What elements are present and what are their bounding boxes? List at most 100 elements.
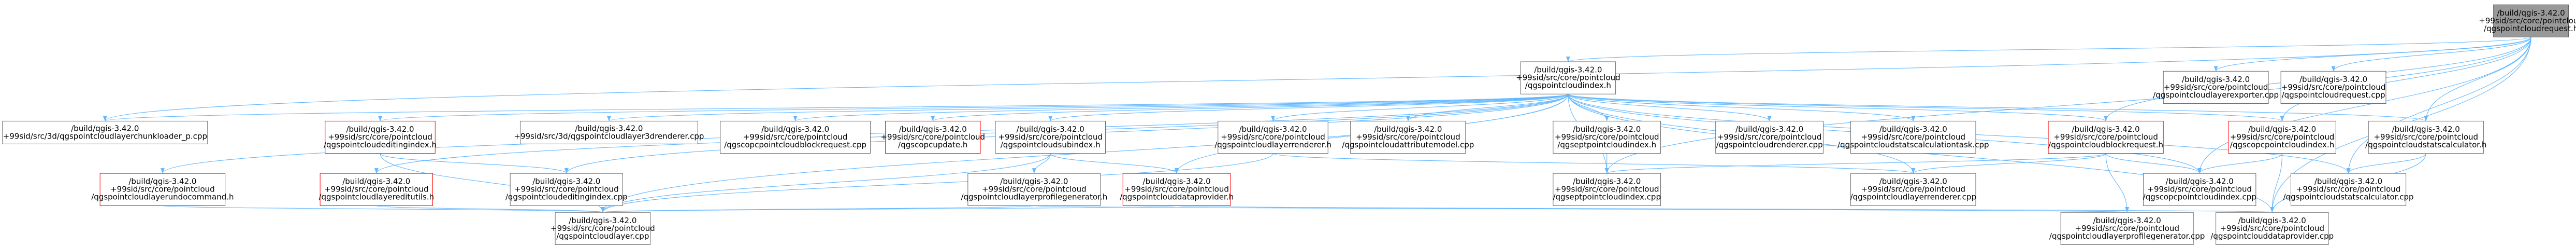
node-label-line: /build/qgis-3.42.0 <box>569 216 636 225</box>
node-label-line: /build/qgis-3.42.0 <box>1534 65 1602 75</box>
node-label-line: +99sid/src/core/pointcloud <box>2164 83 2268 92</box>
edge-n_subindex-to-n_dataprovider_h <box>1050 153 1179 174</box>
edge-n_editingindex-to-n_editingindex_cpp <box>380 153 569 174</box>
edge-n_index-to-n_renderer_cpp <box>1568 93 1772 121</box>
graph-node-n_layerrenderer_h[interactable]: /build/qgis-3.42.0+99sid/src/core/pointc… <box>1214 120 1332 154</box>
graph-node-n_layerrenderer_cpp[interactable]: /build/qgis-3.42.0+99sid/src/core/pointc… <box>1850 173 1976 206</box>
edge-n_index-to-n_blockrequest_h <box>1568 93 2108 121</box>
node-label-line: /qgscopcpointcloudindex.cpp <box>2143 193 2256 202</box>
graph-node-n_root[interactable]: /build/qgis-3.42.0+99sid/src/core/pointc… <box>2479 4 2576 37</box>
edge-n_layerrenderer_h-to-n_layer_cpp <box>601 153 1273 213</box>
graph-node-n_editingindex[interactable]: /build/qgis-3.42.0+99sid/src/core/pointc… <box>324 120 437 154</box>
edge-n_index-to-n_layerrenderer_h <box>1271 93 1569 121</box>
node-label-line: +99sid/src/core/pointcloud <box>110 185 215 194</box>
edge-n_undocommand-to-n_layer_cpp <box>162 205 604 213</box>
node-label-line: /qgspointcloudeditingindex.h <box>324 140 437 149</box>
node-box <box>519 120 698 144</box>
node-box <box>2048 120 2164 154</box>
node-label-line: +99sid/src/core/pointcloud <box>2220 224 2324 233</box>
graph-node-n_profilegen_cpp[interactable]: /build/qgis-3.42.0+99sid/src/core/pointc… <box>2049 212 2205 245</box>
node-box <box>1850 120 1976 154</box>
node-label-line: /qgspointcloudlayerrenderer.h <box>1214 140 1332 149</box>
node-box <box>1122 173 1231 206</box>
edge-n_blockrequest_h-to-n_eptindex_cpp <box>1605 153 2106 174</box>
node-label-line: /qgspointcloudindex.h <box>1525 81 1611 90</box>
node-box <box>720 120 871 154</box>
node-label-line: +99sid/src/core/pointcloud <box>324 185 429 194</box>
node-label-line: /qgspointcloudlayerexporter.cpp <box>2153 90 2279 100</box>
edge-n_index-to-n_copcindex_h <box>1568 93 2284 121</box>
node-label-line: /qgspointcloudlayerprofilegenerator.h <box>961 193 1107 202</box>
edge-n_root-to-n_statscalc_cpp <box>2346 37 2531 174</box>
node-label-line: /qgspointcloudlayer.cpp <box>556 231 649 241</box>
graph-node-n_editingindex_cpp[interactable]: /build/qgis-3.42.0+99sid/src/core/pointc… <box>505 173 628 206</box>
graph-node-n_request_cpp[interactable]: /build/qgis-3.42.0+99sid/src/core/pointc… <box>2280 71 2386 104</box>
node-label-line: /qgspointcloudblockrequest.h <box>2048 140 2163 149</box>
node-label-line: /build/qgis-3.42.0 <box>1879 177 1947 186</box>
node-box <box>1553 173 1661 206</box>
node-box <box>2060 212 2194 245</box>
graph-node-n_copcupdate[interactable]: /build/qgis-3.42.0+99sid/src/core/pointc… <box>880 120 985 154</box>
graph-node-n_undocommand[interactable]: /build/qgis-3.42.0+99sid/src/core/pointc… <box>91 173 234 206</box>
graph-node-n_3drenderer[interactable]: /build/qgis-3.42.0+99sid/src/3d/qgspoint… <box>514 120 704 144</box>
node-label-line: /build/qgis-3.42.0 <box>128 177 196 186</box>
edge-n_root-to-n_copcindex_h <box>2280 37 2531 121</box>
graph-node-n_layerexporter[interactable]: /build/qgis-3.42.0+99sid/src/core/pointc… <box>2153 71 2279 104</box>
edge-n_dataprovider_h-to-n_dataprovider_cpp <box>1176 205 2273 213</box>
node-label-line: /qgspointcloudeditingindex.cpp <box>505 193 628 202</box>
edge-n_copcindex_h-to-n_dataprovider_cpp <box>2270 153 2283 213</box>
graph-node-n_eptindex_h[interactable]: /build/qgis-3.42.0+99sid/src/core/pointc… <box>1553 120 1661 154</box>
graph-node-n_copcindex_cpp[interactable]: /build/qgis-3.42.0+99sid/src/core/pointc… <box>2143 173 2256 206</box>
node-label-line: /build/qgis-3.42.0 <box>2392 125 2460 134</box>
graph-node-n_chunkloader[interactable]: /build/qgis-3.42.0+99sid/src/3d/qgspoint… <box>2 120 208 144</box>
node-label-line: /build/qgis-3.42.0 <box>1239 125 1307 134</box>
graph-node-n_blockrequest_h[interactable]: /build/qgis-3.42.0+99sid/src/core/pointc… <box>2048 120 2164 154</box>
node-label-line: /build/qgis-3.42.0 <box>532 177 600 186</box>
edge-n_blockrequest_h-to-n_copcindex_cpp <box>2105 153 2202 174</box>
node-label-line: /build/qgis-3.42.0 <box>1573 125 1641 134</box>
graph-node-n_dataprovider_h[interactable]: /build/qgis-3.42.0+99sid/src/core/pointc… <box>1120 173 1234 206</box>
edge-n_root-to-n_statscalc_h <box>2424 37 2531 121</box>
node-box <box>2228 120 2336 154</box>
node-label-line: /build/qgis-3.42.0 <box>1879 125 1947 134</box>
node-label-line: +99sid/src/core/pointcloud <box>2230 132 2335 142</box>
graph-node-n_copcindex_h[interactable]: /build/qgis-3.42.0+99sid/src/core/pointc… <box>2228 120 2336 154</box>
graph-node-n_statscalc_h[interactable]: /build/qgis-3.42.0+99sid/src/core/pointc… <box>2365 120 2486 154</box>
node-label-line: /qgspointcloudrequest.cpp <box>2282 90 2385 100</box>
edge-n_root-to-n_chunkloader <box>103 37 2531 121</box>
edge-n_root-to-n_eptindex_cpp <box>1604 37 2531 174</box>
node-box <box>99 173 226 206</box>
graph-node-n_statscalc_cpp[interactable]: /build/qgis-3.42.0+99sid/src/core/pointc… <box>2283 173 2414 206</box>
edge-n_index-to-n_chunkloader <box>103 93 1569 121</box>
graph-node-n_index[interactable]: /build/qgis-3.42.0+99sid/src/core/pointc… <box>1516 61 1620 94</box>
node-label-line: /qgspointcloudlayerprofilegenerator.cpp <box>2049 231 2205 241</box>
node-label-line: /build/qgis-3.42.0 <box>2072 125 2140 134</box>
graph-node-n_layer_cpp[interactable]: /build/qgis-3.42.0+99sid/src/core/pointc… <box>551 212 655 245</box>
node-box <box>2 120 208 144</box>
edge-n_subindex-to-n_layer_cpp <box>600 153 1051 213</box>
edge-n_index-to-n_statscalctask <box>1568 93 1916 121</box>
node-label-line: +99sid/src/core/pointcloud <box>2479 16 2576 25</box>
node-label-line: /build/qgis-3.42.0 <box>2182 75 2250 84</box>
node-box <box>995 120 1106 154</box>
edge-n_statscalc_h-to-n_statscalc_cpp <box>2346 153 2426 174</box>
edge-n_blockrequest_h-to-n_layerrenderer_cpp <box>1911 153 2106 174</box>
node-label-line: +99sid/src/core/pointcloud <box>2281 83 2386 92</box>
graph-node-n_statscalctask[interactable]: /build/qgis-3.42.0+99sid/src/core/pointc… <box>1837 120 1989 154</box>
graph-node-n_renderer_cpp[interactable]: /build/qgis-3.42.0+99sid/src/core/pointc… <box>1715 120 1824 154</box>
graph-node-n_eptindex_cpp[interactable]: /build/qgis-3.42.0+99sid/src/core/pointc… <box>1553 173 1661 206</box>
edge-n_editutils-to-n_layer_cpp <box>376 205 605 213</box>
graph-node-n_attributemodel[interactable]: /build/qgis-3.42.0+99sid/src/core/pointc… <box>1342 120 1474 154</box>
node-box <box>1350 120 1466 154</box>
node-label-line: +99sid/src/core/pointcloud <box>1516 73 1620 83</box>
node-label-line: +99sid/src/core/pointcloud <box>880 132 985 142</box>
node-label-line: /qgseptpointcloudindex.cpp <box>1553 193 1661 202</box>
graph-node-n_blockrequest_cpp[interactable]: /build/qgis-3.42.0+99sid/src/core/pointc… <box>720 120 871 154</box>
graph-node-n_editutils[interactable]: /build/qgis-3.42.0+99sid/src/core/pointc… <box>319 173 434 206</box>
node-label-line: /build/qgis-3.42.0 <box>2497 8 2565 18</box>
graph-node-n_subindex[interactable]: /build/qgis-3.42.0+99sid/src/core/pointc… <box>995 120 1106 154</box>
node-label-line: +99sid/src/core/pointcloud <box>1356 132 1460 142</box>
graph-node-n_profilegen_h[interactable]: /build/qgis-3.42.0+99sid/src/core/pointc… <box>961 173 1107 206</box>
graph-node-n_dataprovider_cpp[interactable]: /build/qgis-3.42.0+99sid/src/core/pointc… <box>2210 212 2334 245</box>
